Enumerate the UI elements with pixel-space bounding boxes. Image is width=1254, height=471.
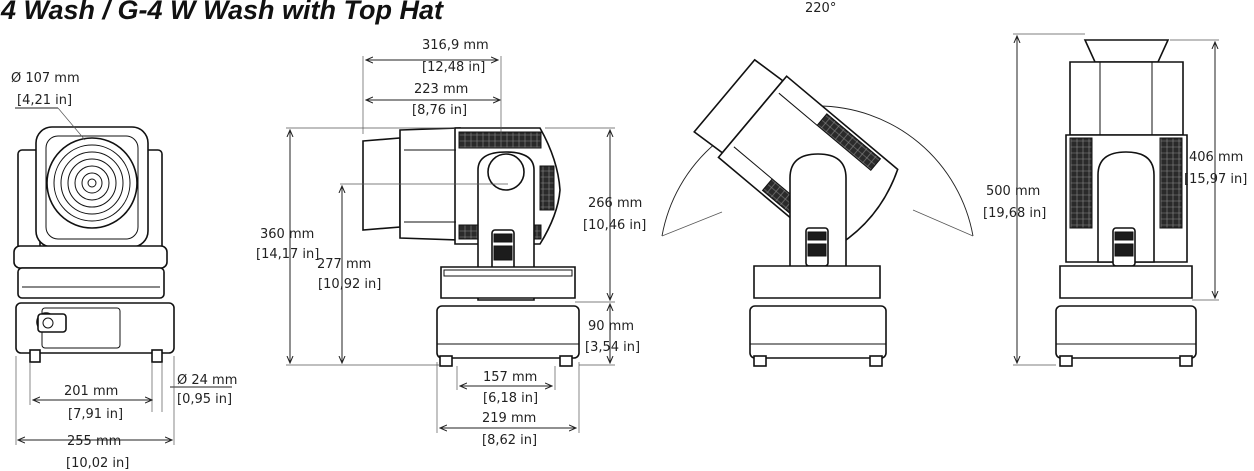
back-head-height-inch-label: [15,97 in] [1184,172,1247,187]
side-feet-spacing-inch-label: [6,18 in] [483,391,538,406]
side-head-height-inch-label: [10,46 in] [583,218,646,233]
side-tilt-axis-height-label: 277 mm [317,257,371,272]
front-feet-spacing-inch-label: [7,91 in] [68,407,123,422]
side-length-label: 316,9 mm [422,38,489,53]
side-total-height-label: 360 mm [260,227,314,242]
front-base-width-inch-label: [10,02 in] [66,456,129,471]
side-head-offset-label: 223 mm [414,82,468,97]
fresnel-lens [46,137,138,229]
front-feet-spacing-label: 201 mm [64,384,118,399]
side-base-length-label: 219 mm [482,411,536,426]
side-tilt-axis-height-inch-label: [10,92 in] [318,277,381,292]
front-base-width-label: 255 mm [67,434,121,449]
foot-diameter-label: Ø 24 mm [177,373,237,388]
back-head-height-label: 406 mm [1189,150,1243,165]
tilt-angle-label: 220° [805,1,836,16]
lens-diameter-inch-label: [4,21 in] [17,93,72,108]
side-feet-spacing-label: 157 mm [483,370,537,385]
side-base-height-inch-label: [3,54 in] [585,340,640,355]
side-base-height-label: 90 mm [588,319,634,334]
side-total-height-inch-label: [14,17 in] [256,247,319,262]
back-view: 500 mm [19,68 in] 406 mm [15,97 in] [983,33,1247,367]
side-length-inch-label: [12,48 in] [422,60,485,75]
back-total-height-label: 500 mm [986,184,1040,199]
front-view: Ø 107 mm [4,21 in] Ø 24 mm [0,95 in] 201… [11,71,237,471]
side-head-offset-inch-label: [8,76 in] [412,103,467,118]
side-base-length-inch-label: [8,62 in] [482,433,537,448]
lens-diameter-label: Ø 107 mm [11,71,80,86]
back-total-height-inch-label: [19,68 in] [983,206,1046,221]
xlr-connector [36,312,67,333]
side-view: 316,9 mm [12,48 in] 223 mm [8,76 in] 360… [256,38,646,448]
side-head-height-label: 266 mm [588,196,642,211]
foot-diameter-inch-label: [0,95 in] [177,392,232,407]
tilt-view: 220° [661,1,974,367]
page-title: -4 Wash / G-4 W Wash with Top Hat [0,0,444,25]
